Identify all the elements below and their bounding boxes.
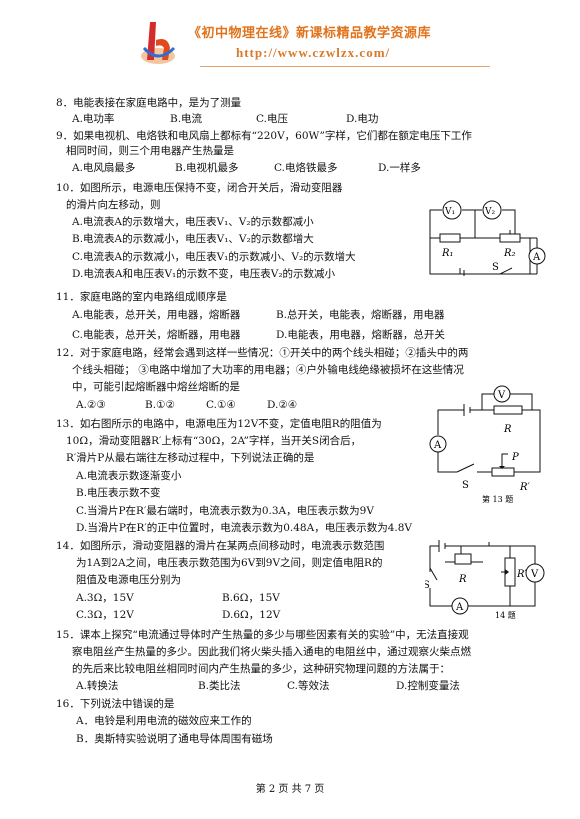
question-13-line-3: R′滑片P从最右端往左移动过程中，下列说法正确的是 <box>66 452 315 464</box>
q12-option-c[interactable]: C.①④ <box>206 399 236 411</box>
question-14-line-1: 14．如图所示，滑动变阻器的滑片在某两点间移动时，电流表示数范围 <box>56 540 385 552</box>
fig13-voltmeter-label: V <box>497 390 506 401</box>
fig10-v1-label: V₁ <box>444 207 455 217</box>
fig10-r1-label: R₁ <box>441 248 454 259</box>
question-14-line-3: 阻值及电源电压分别为 <box>76 574 181 586</box>
q9-option-c[interactable]: C.电烙铁最多 <box>274 162 338 174</box>
q11-option-a[interactable]: A.电能表，总开关，用电器，熔断器 <box>72 309 241 321</box>
q12-option-b[interactable]: B.①② <box>145 399 175 411</box>
fig13-switch-label: S <box>462 480 469 491</box>
header-divider <box>200 66 490 67</box>
q14-option-a[interactable]: A.3Ω，15V <box>76 592 134 604</box>
fig10-switch-label: S <box>492 262 499 273</box>
fig10-r2-label: R₂ <box>503 248 516 259</box>
page-footer: 第 2 页 共 7 页 <box>255 784 325 795</box>
q9-option-b[interactable]: B.电视机最多 <box>175 162 239 174</box>
question-12-line-2: 个线头相碰； ③电路中增加了大功率的用电器；④户外输电线绝缘被损坏在这些情况 <box>72 364 464 376</box>
q13-option-c[interactable]: C.当滑片P在R′最右端时，电流表示数为0.3A，电压表示数为9V <box>76 505 374 517</box>
q11-option-d[interactable]: D.电能表，用电器，熔断器，总开关 <box>276 329 445 341</box>
q10-option-c[interactable]: C.电流表A的示数减小，电压表V₁的示数减小、V₂的示数增大 <box>72 251 356 263</box>
question-12-line-1: 12．对于家庭电路，经常会遇到这样一些情况：①开关中的两个线头相碰；②插头中的两 <box>56 347 469 359</box>
circuit-figure-13: V A R S P R′ 第 13 题 <box>429 385 541 504</box>
question-16: 16．下列说法中错误的是 <box>56 698 175 710</box>
question-13-line-1: 13．如右图所示的电路中，电源电压为12V不变，定值电阻R的阻值为 <box>56 418 382 430</box>
question-10-line-1: 10．如图所示，电源电压保持不变，闭合开关后，滑动变阻器 <box>56 182 343 194</box>
fig13-caption: 第 13 题 <box>482 494 513 504</box>
fig14-r-label: R <box>458 574 467 585</box>
fig13-rp-label: R′ <box>519 482 531 493</box>
q14-option-c[interactable]: C.3Ω，12V <box>76 609 134 621</box>
q8-option-d[interactable]: D.电功 <box>346 113 379 125</box>
q10-option-d[interactable]: D.电流表A和电压表V₁的示数不变，电压表V₂的示数减小 <box>72 268 336 280</box>
q10-option-a[interactable]: A.电流表A的示数增大，电压表V₁、V₂的示数都减小 <box>72 216 314 228</box>
q15-option-c[interactable]: C.等效法 <box>287 680 330 692</box>
q9-option-a[interactable]: A.电风扇最多 <box>72 162 136 174</box>
q12-option-d[interactable]: D.②④ <box>267 399 298 411</box>
fig14-voltmeter-label: V <box>530 569 539 580</box>
header-url: http://www.czwlzx.com/ <box>236 45 391 60</box>
q8-option-a[interactable]: A.电功率 <box>72 113 115 125</box>
question-14-line-2: 为1A到2A之间，电压表示数范围为6V到9V之间，则定值电阻R的 <box>76 557 383 569</box>
fig13-ammeter-label: A <box>433 440 442 451</box>
header-title: 《初中物理在线》新课标精品教学资源库 <box>188 26 432 41</box>
q8-option-b[interactable]: B.电流 <box>170 113 203 125</box>
fig10-ammeter-label: A <box>532 252 541 263</box>
question-8: 8．电能表接在家庭电路中，是为了测量 <box>56 97 242 109</box>
fig13-p-label: P <box>511 452 519 463</box>
logo-icon <box>141 22 176 64</box>
question-15-line-1: 15．课本上探究“电流通过导体时产生热量的多少与哪些因素有关的实验”中，无法直接… <box>56 629 469 641</box>
q14-option-b[interactable]: B.6Ω，15V <box>222 592 280 604</box>
question-11: 11．家庭电路的室内电路组成顺序是 <box>56 291 227 303</box>
question-13-line-2: 10Ω，滑动变阻器R′上标有“30Ω，2A”字样，当开关S闭合后， <box>66 435 362 447</box>
q14-option-d[interactable]: D.6Ω，12V <box>222 609 281 621</box>
question-15-line-2: 察电阻丝产生热量的多少。因此我们将火柴头插入通电的电阻丝中，通过观察火柴点燃 <box>72 646 471 658</box>
q13-option-b[interactable]: B.电压表示数不变 <box>76 487 161 499</box>
question-15-line-3: 的先后来比较电阻丝相同时间内产生热量的多少，这种研究物理问题的方法属于： <box>72 663 450 675</box>
fig13-r-label: R <box>503 424 512 435</box>
q8-option-c[interactable]: C.电压 <box>256 113 288 125</box>
q11-option-c[interactable]: C.电能表，总开关，熔断器，用电器 <box>72 329 241 341</box>
fig10-v2-label: V₂ <box>484 207 495 217</box>
q16-option-b[interactable]: B．奥斯特实验说明了通电导体周围有磁场 <box>76 733 273 745</box>
q10-option-b[interactable]: B.电流表A的示数减小，电压表V₁、V₂的示数都增大 <box>72 233 314 245</box>
q12-option-a[interactable]: A.②③ <box>76 399 106 411</box>
question-9-line-1: 9．如果电视机、电烙铁和电风扇上都标有“220V，60W”字样，它们都在额定电压… <box>56 130 472 142</box>
fig14-ammeter-label: A <box>455 602 464 613</box>
circuit-figure-10: V₁ V₂ R₁ R₂ A S <box>429 200 546 276</box>
q15-option-b[interactable]: B.类比法 <box>198 680 241 692</box>
question-10-line-2: 的滑片向左移动，则 <box>66 199 161 211</box>
q15-option-a[interactable]: A.转换法 <box>76 680 119 692</box>
q9-option-d[interactable]: D.一样多 <box>378 162 421 174</box>
fig14-switch-label: S <box>425 580 430 591</box>
circuit-figure-14: R R′ S A V 14 题 <box>425 540 545 620</box>
fig14-caption: 14 题 <box>495 611 516 620</box>
question-9-line-2: 相同时间，则三个用电器产生热量是 <box>66 145 234 157</box>
q15-option-d[interactable]: D.控制变量法 <box>396 680 460 692</box>
q11-option-b[interactable]: B.总开关，电能表，熔断器，用电器 <box>276 309 445 321</box>
question-12-line-3: 中，可能引起熔断器中熔丝熔断的是 <box>72 381 240 393</box>
page-header: 《初中物理在线》新课标精品教学资源库 http://www.czwlzx.com… <box>140 18 490 78</box>
q13-option-d[interactable]: D.当滑片P在R′的正中位置时，电流表示数为0.48A，电压表示数为4.8V <box>76 522 412 534</box>
q13-option-a[interactable]: A.电流表示数逐渐变小 <box>76 470 182 482</box>
fig14-rp-label: R′ <box>516 569 528 580</box>
q16-option-a[interactable]: A．电铃是利用电流的磁效应来工作的 <box>76 715 252 727</box>
